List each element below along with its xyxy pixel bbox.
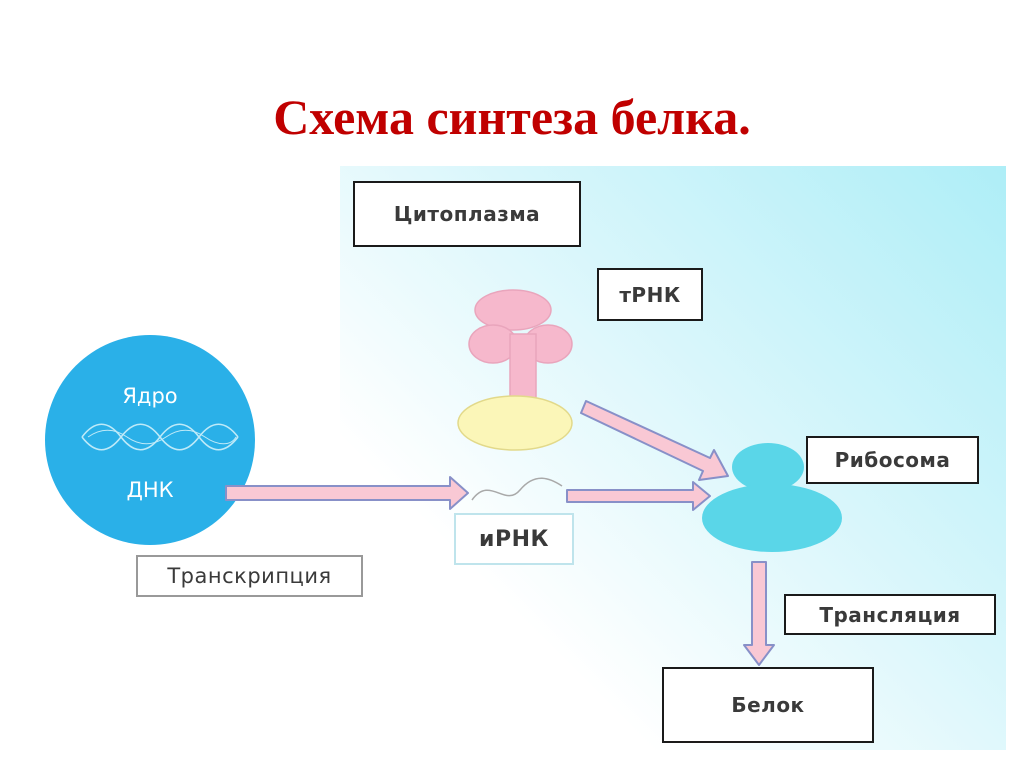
arrow-trna-to-ribosome	[580, 400, 729, 481]
mrna-strand	[471, 477, 563, 501]
mrna-label: иРНК	[454, 513, 574, 565]
ribosome-large-subunit	[702, 484, 842, 552]
nucleus-label: Ядро	[122, 384, 178, 408]
page-title: Схема синтеза белка.	[273, 89, 751, 145]
trna-molecule	[468, 289, 573, 407]
nucleus-circle	[45, 335, 255, 545]
transcription-label: Транскрипция	[136, 555, 363, 597]
dna-helix-icon	[81, 423, 239, 451]
protein-label: Белок	[662, 667, 874, 743]
trna-label: тРНК	[597, 268, 703, 321]
amino-acid	[457, 395, 573, 451]
cytoplasm-label: Цитоплазма	[353, 181, 581, 247]
arrow-ribosome-to-protein	[743, 561, 775, 666]
ribosome-small-subunit	[732, 443, 804, 491]
translation-label: Трансляция	[784, 594, 996, 635]
arrow-nucleus-to-mrna	[225, 476, 469, 510]
ribosome-label: Рибосома	[806, 436, 979, 484]
dna-label: ДНК	[126, 478, 174, 502]
arrow-mrna-to-ribosome	[566, 481, 711, 511]
